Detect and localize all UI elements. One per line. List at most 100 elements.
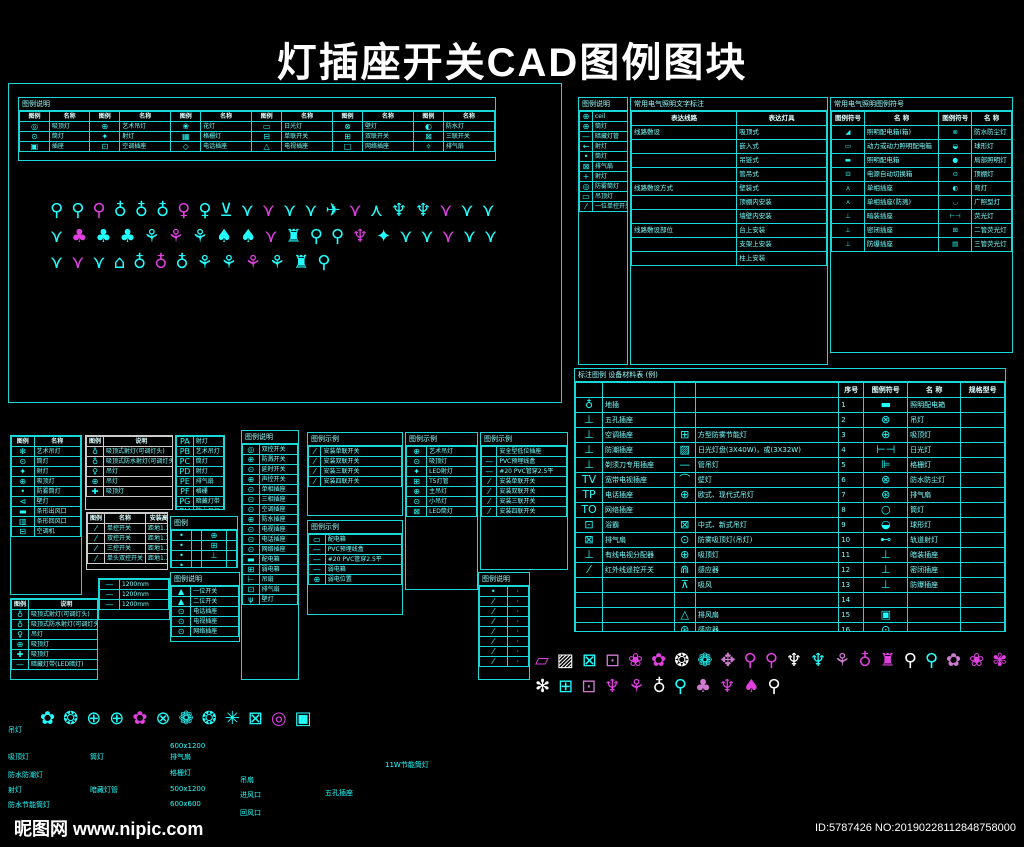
table-row: —PVC预埋线盒 (308, 544, 402, 555)
table-cell: ceil (591, 111, 627, 122)
header-row: 表达线路表达灯具 (631, 111, 827, 126)
table-row: ✚吸顶灯 (86, 486, 172, 497)
symbol-icon: ⊢⊣ (938, 209, 973, 224)
table-row: ⁄· (479, 646, 529, 657)
table-cell: 五孔插座 (602, 412, 675, 428)
table-row: ⊕ceil (579, 111, 627, 122)
table-row: ⁄一位单控开关 (579, 201, 627, 212)
lamp-symbol-icon: ♠ (240, 226, 257, 247)
column-header: 名 称 (971, 111, 1012, 126)
symbol-icon: ⊕ (673, 487, 696, 503)
lamp-symbol-icon: ⋎ (304, 200, 318, 221)
lamp-symbol-icon: ♆ (390, 200, 408, 221)
symbol-icon: ⊕ (201, 530, 227, 541)
lamp-symbol-icon: ✾ (992, 650, 1008, 671)
table-row: ▬条形出风口 (11, 506, 81, 517)
column-header (575, 382, 604, 398)
table-cell: 双控开关 (258, 444, 298, 455)
table-cell: 嵌入式 (736, 139, 827, 154)
table-cell (673, 397, 696, 413)
lamp-symbol-icon: ⋎ (460, 200, 474, 221)
symbol-icon: — (308, 564, 326, 575)
table-cell: 地插 (602, 397, 675, 413)
symbol-icon: • (171, 560, 192, 567)
table-row: 支架上安装 (631, 237, 827, 252)
column-header (694, 382, 840, 398)
table-cell: 4 (838, 442, 865, 458)
symbol-icon: ⊕ (406, 486, 428, 497)
column-header: 图例 (332, 111, 363, 122)
symbol-icon: ← (579, 141, 593, 152)
column-header: 图例 (251, 111, 283, 122)
lamp-symbol-icon: ⚘ (834, 650, 851, 671)
table-row: •⊞ (171, 540, 237, 551)
legend-table: ⊕艺术吊灯⊙吸顶灯✦LED射灯⊞T5灯管⊕主吊灯⊙小吊灯⊠LED筒灯 (406, 446, 477, 517)
symbol-icon: ⋏ (831, 195, 865, 210)
table-cell: 弱电位置 (324, 574, 402, 585)
symbol-icon: ⊡ (242, 584, 260, 595)
lamp-symbol-icon: ♁ (858, 650, 872, 671)
table-cell (960, 547, 1005, 563)
column-header: 表达灯具 (736, 111, 827, 126)
table-row: ⊕吊灯 (86, 476, 172, 487)
table-row: ⊥暗装插座⊢⊣荧光灯 (831, 209, 1012, 224)
table-row: —暗藏灯带(LED暗灯) (11, 659, 97, 670)
symbol-icon: ⊟ (11, 526, 35, 537)
table-cell: 空调插座 (602, 427, 675, 443)
symbol-icon: ⁄ (479, 626, 508, 637)
symbol-icon: ⊥ (863, 547, 909, 563)
table-cell: 防潮插座 (602, 442, 675, 458)
symbol-icon (960, 592, 1005, 608)
table-cell: 10 (838, 532, 865, 548)
symbol-icon: ⊥ (831, 223, 865, 238)
table-cell (960, 397, 1005, 413)
symbol-icon: — (481, 466, 498, 477)
header-row: 图例符号名 称图例符号名 称 (831, 111, 1012, 126)
table-cell (907, 622, 962, 631)
table-cell (960, 487, 1005, 503)
symbol-icon: ▭ (831, 139, 865, 154)
table-cell: 单相插座 (258, 484, 298, 495)
panel-title: 图例说明 (171, 573, 239, 586)
symbol-icon: ⊕ (242, 454, 260, 465)
table-cell: 距地1.3米 (145, 523, 167, 534)
symbol-icon: ⊠ (406, 506, 428, 517)
symbol-icon: ◇ (170, 141, 202, 152)
lamp-symbol-icon: ♁ (175, 252, 189, 273)
table-cell (575, 622, 604, 631)
lamp-symbol-icon: ⚲ (924, 650, 939, 671)
table-cell: 筒灯 (192, 456, 224, 467)
symbol-icon: ⊕ (579, 111, 593, 122)
lamp-symbol-icon: ⚘ (167, 226, 184, 247)
table-cell: 防水插座 (258, 514, 298, 525)
symbol-icon: ⊙ (406, 456, 428, 467)
symbol-icon: — (673, 457, 696, 473)
table-cell: 13 (838, 577, 865, 593)
table-cell: 空调机 (33, 526, 81, 537)
table-row: ⁄· (479, 616, 529, 627)
table-cell: 电视插座 (258, 524, 298, 535)
symbol-icon: · (506, 616, 529, 627)
table-row: ⊙空调插座 (242, 504, 298, 515)
panel-title: 图例 (171, 517, 237, 530)
symbol-icon: ⊼ (673, 577, 696, 593)
table-cell (960, 412, 1005, 428)
table-cell (960, 502, 1005, 518)
table-cell: 电话插座 (190, 606, 239, 617)
symbol-icon: ⊞ (242, 564, 260, 575)
table-row: ♁吸顶式射灯(可调灯头) (86, 446, 172, 457)
table-cell: 网络插座 (258, 544, 298, 555)
column-header: 图例 (89, 111, 121, 122)
table-cell: 方型防雾节能灯 (694, 427, 840, 443)
symbol-label: 600x1200 (170, 742, 206, 750)
table-cell (694, 412, 840, 428)
table-cell: 吸顶式射灯(可调灯头) (103, 446, 172, 457)
header-row: 图例说明 (11, 599, 97, 610)
symbol-icon: ⊞ (201, 540, 227, 551)
table-row: ⊙电视插座 (242, 524, 298, 535)
legend-panel: 图例说明◎双控开关⊕防溅开关⊙延时开关⊕声控开关⊙单相插座⊙三相插座⊙空调插座⊕… (241, 430, 299, 680)
